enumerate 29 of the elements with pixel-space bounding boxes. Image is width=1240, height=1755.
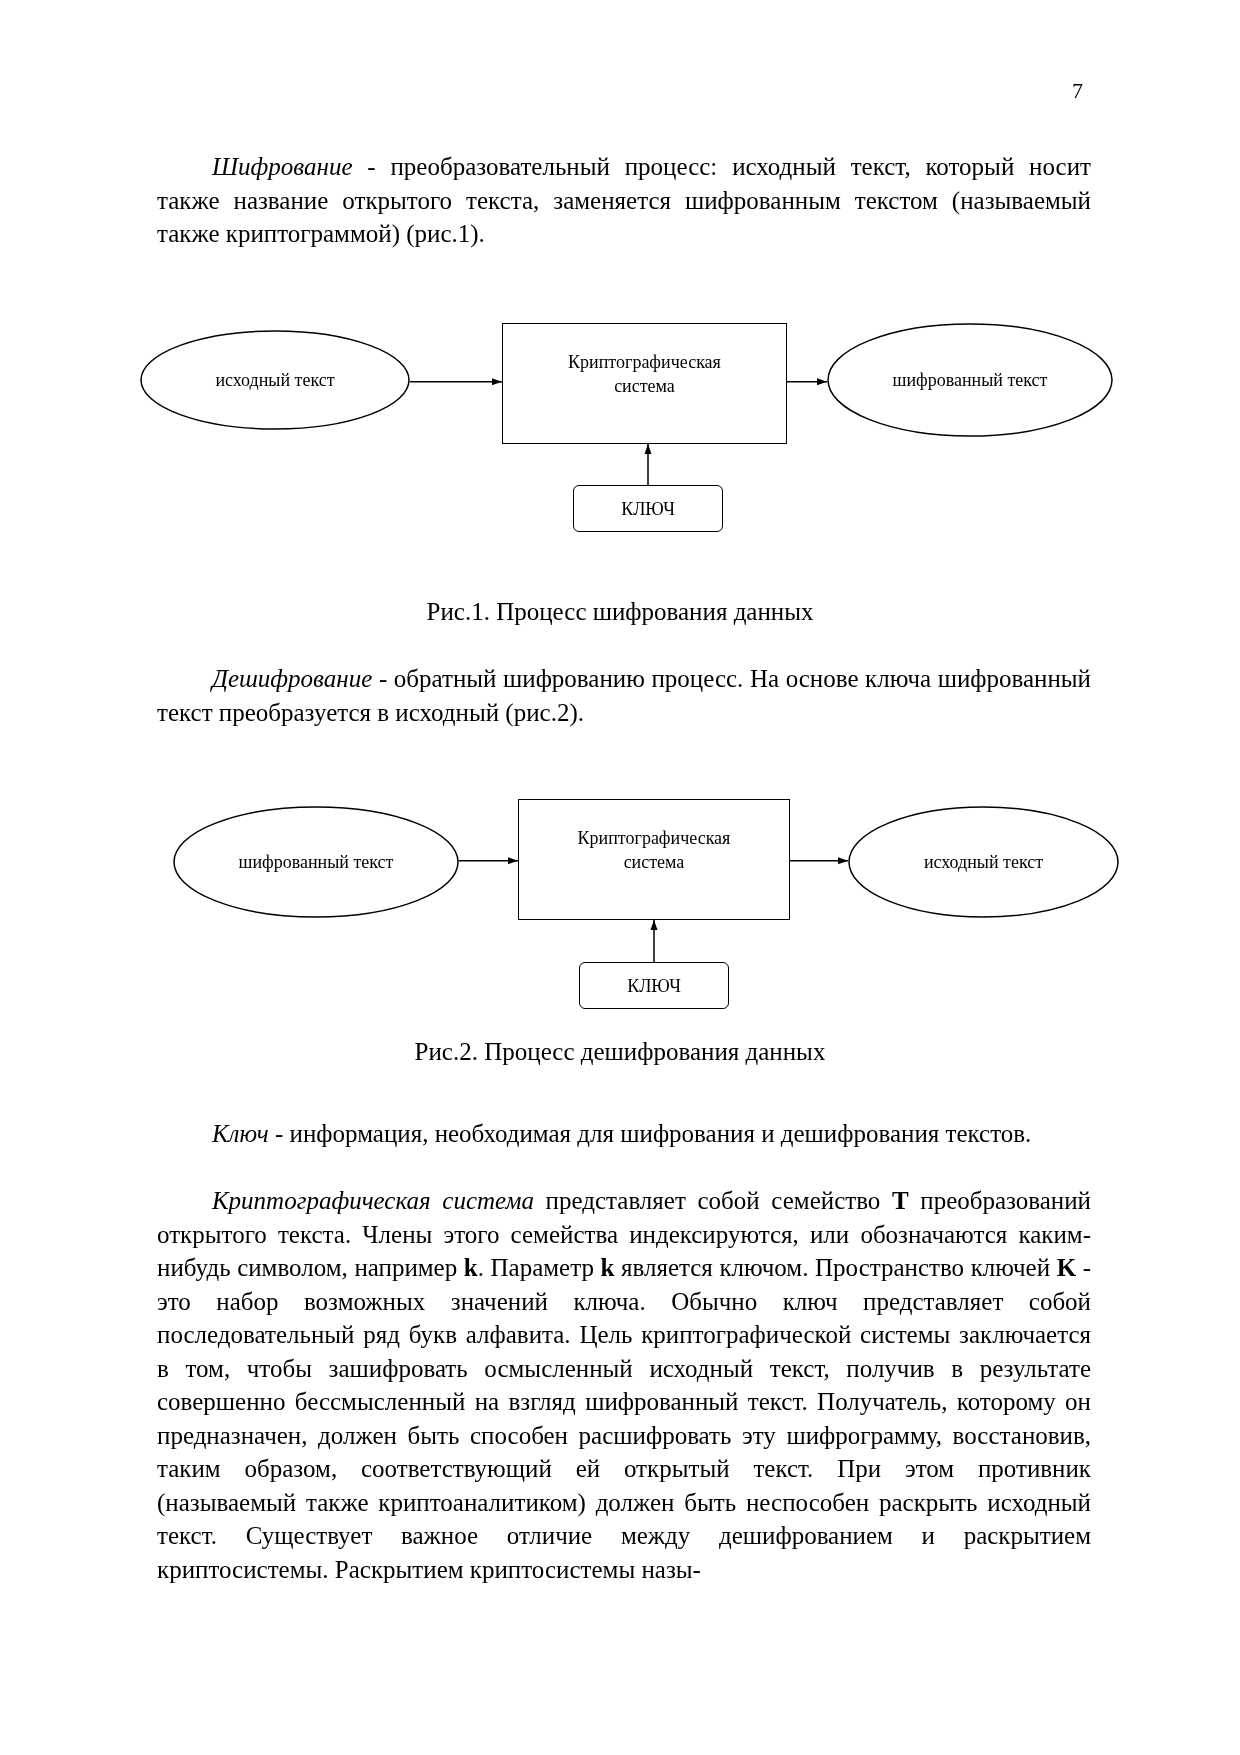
paragraph: Ключ - информация, необходимая для шифрования и дешифрования текстов. — [210, 1119, 1033, 1149]
figure-caption: Рис.1. Процесс шифрования данных — [425, 597, 815, 627]
arrow — [644, 443, 652, 486]
paragraph: Криптографическая система представляет собой семейство T преобразований открытого текста. Члены этого семейства индексируются, или обозначаются каким-нибудь символом, например k. Параметр k является ключом. Пространство ключей K - это набор возможных значений ключа. Обычно ключ представляет собой последовательный ряд букв алфавита. Цель криптографической системы заключается в том, чтобы зашифровать осмысленный исходный текст, получив в результате совершенно бессмысленный на взгляд шифрованный текст. Получатель, которому он предназначен, должен быть способен расшифровать эту шифрограмму, восстановив, таким образом, соответствующий ей открытый текст. При этом противник (называемый также криптоаналитиком) должен быть неспособен раскрыть исходный текст. Существует важное отличие между дешифрованием и раскрытием криптосистемы. Раскрытием криптосистемы назы- — [157, 1186, 1091, 1585]
node-label: КЛЮЧ — [626, 974, 682, 998]
node-label: исходный текст — [922, 851, 1045, 874]
arrow — [458, 857, 519, 865]
node-label: Криптографическая система — [576, 827, 732, 874]
paragraph: Дешифрование - обратный шифрованию процесс. На основе ключа шифрованный текст преобразуется в исходный (рис.2). — [157, 664, 1091, 729]
arrow — [650, 919, 658, 963]
paragraph: Шифрование - преобразовательный процесс: исходный текст, который носит также название открытого текста, заменяется шифрованным текстом (называемый также криптограммой) (рис.1). — [157, 152, 1091, 250]
ellipse-node — [173, 806, 459, 918]
page-number: 7 — [1072, 77, 1083, 105]
key-box — [579, 962, 729, 1009]
figure-caption: Рис.2. Процесс дешифрования данных — [413, 1037, 827, 1067]
key-box — [573, 485, 723, 532]
arrow — [786, 378, 828, 386]
arrow — [409, 378, 503, 386]
arrow — [789, 857, 849, 865]
node-label: Криптографическая система — [567, 351, 722, 398]
node-label: исходный текст — [214, 369, 336, 392]
process-box — [518, 799, 790, 920]
process-box — [502, 323, 787, 444]
node-label: шифрованный текст — [891, 369, 1049, 392]
node-label: шифрованный текст — [237, 851, 395, 874]
ellipse-node — [140, 330, 410, 430]
ellipse-node — [827, 323, 1113, 437]
node-label: КЛЮЧ — [620, 497, 676, 521]
ellipse-node — [848, 806, 1119, 918]
